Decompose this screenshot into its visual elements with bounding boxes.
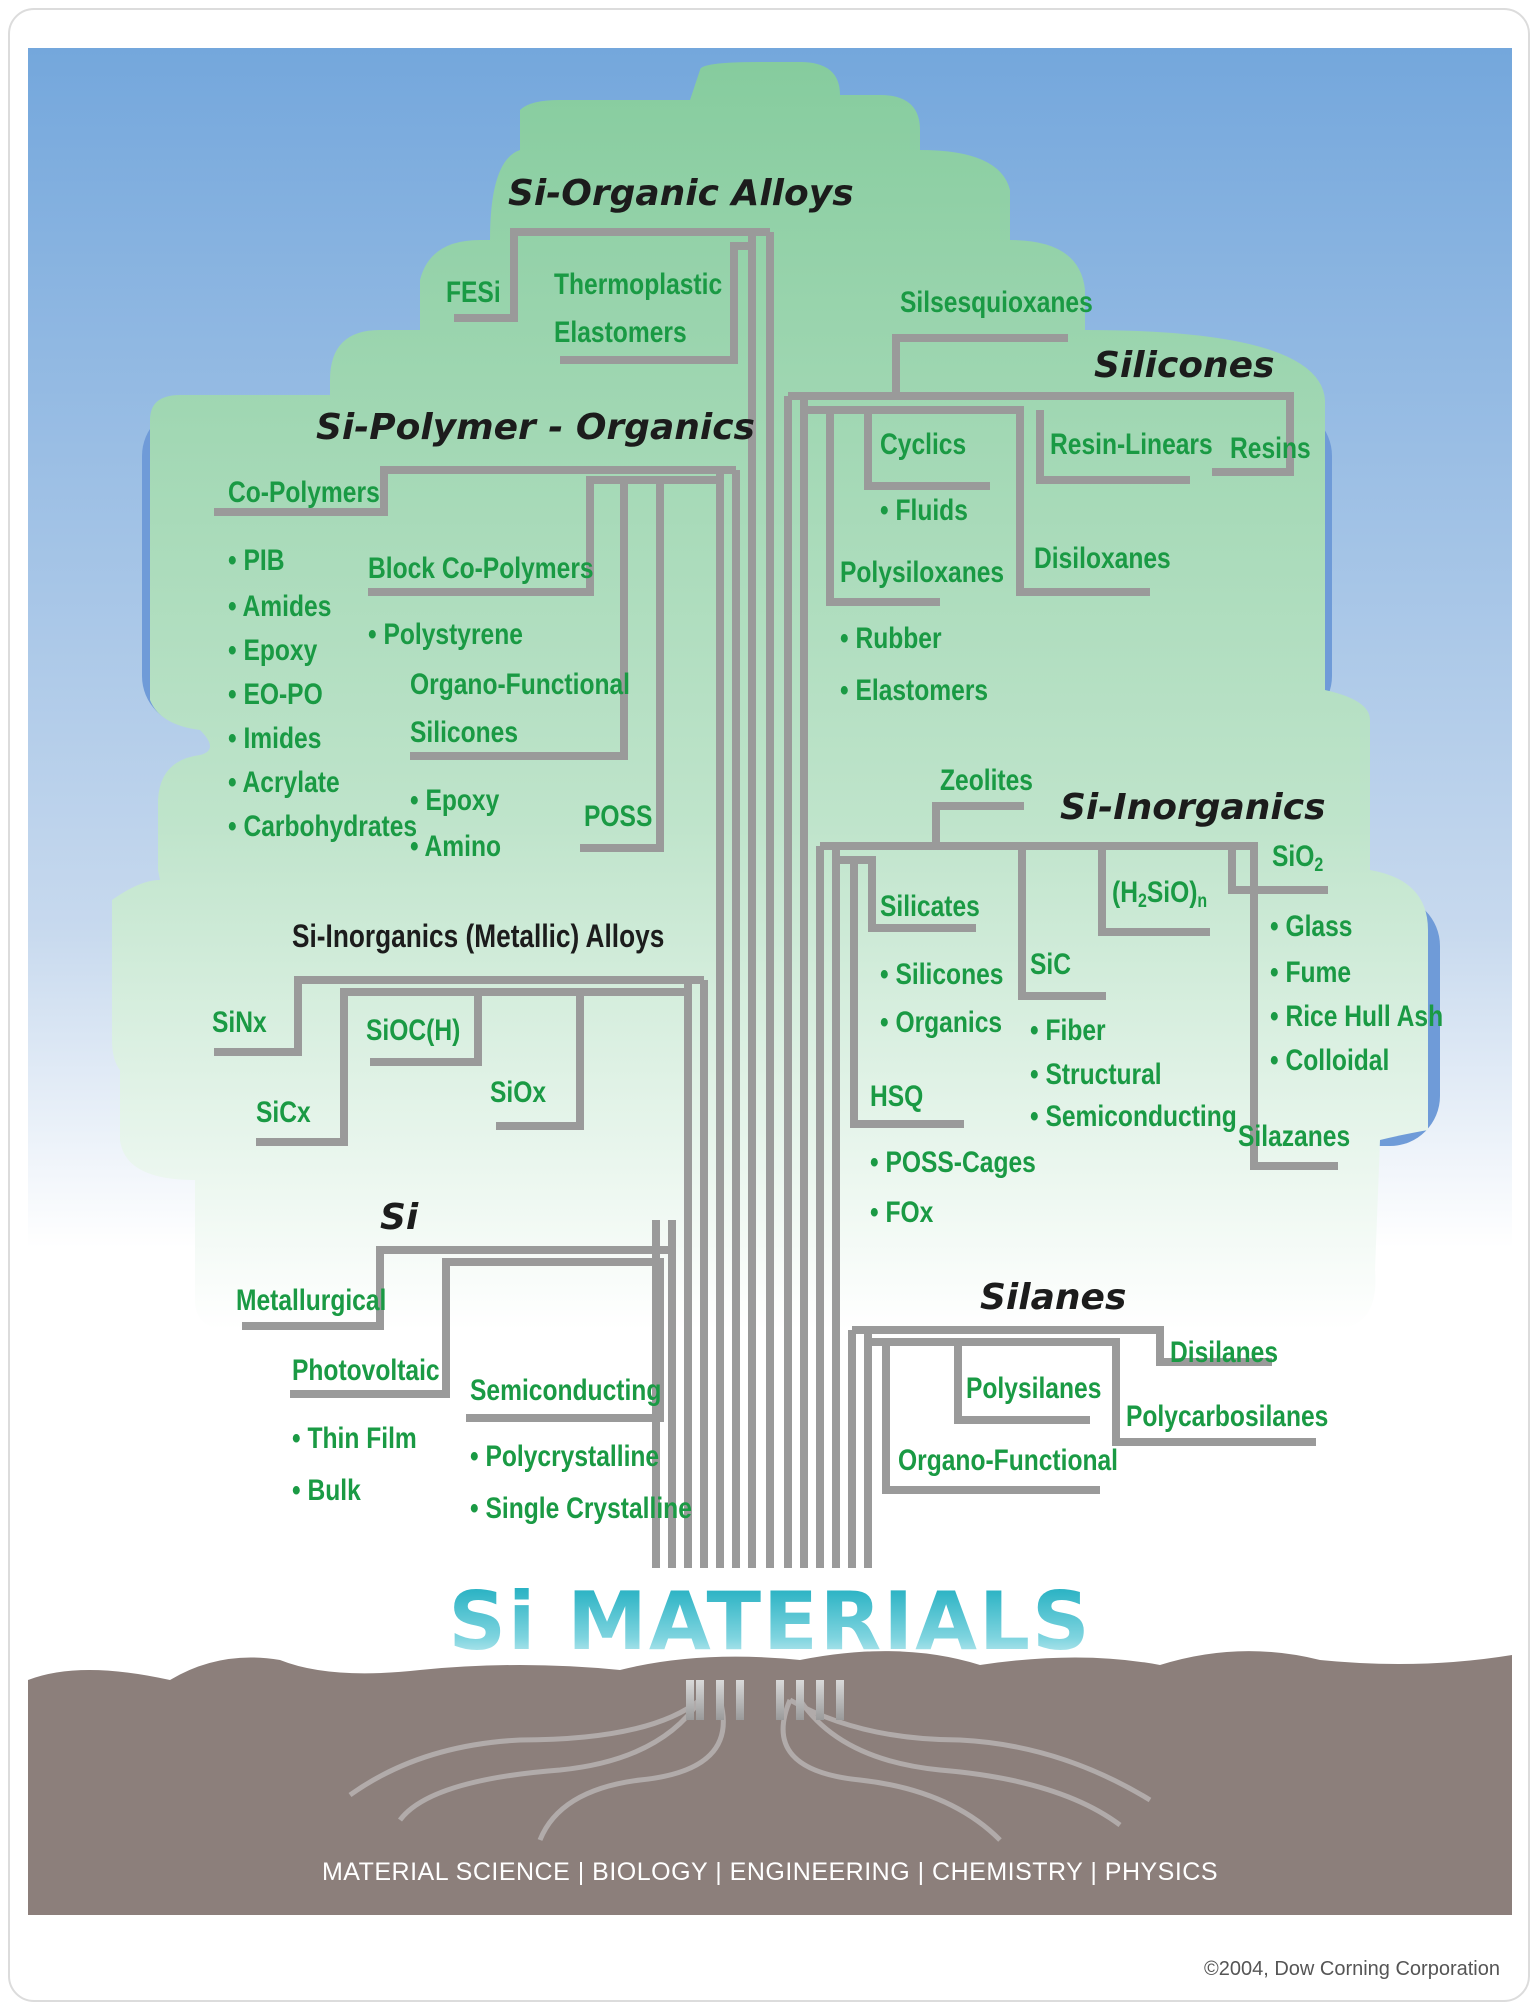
label-silazanes: Silazanes [1238,1120,1351,1153]
label-sic: SiC [1030,948,1072,981]
item-poss-cages: POSS-Cages [870,1148,1035,1178]
item-bulk: Bulk [292,1476,360,1506]
label-poss: POSS [584,800,653,833]
label-zeolites: Zeolites [940,764,1033,797]
item-rubber: Rubber [840,624,941,654]
label-metallurgical: Metallurgical [236,1284,387,1317]
heading-silanes: Silanes [980,1277,1127,1318]
item-fiber: Fiber [1030,1016,1105,1046]
item-thin-film: Thin Film [292,1424,416,1454]
label-silicones-word: Silicones [410,716,519,749]
item-semiconducting-sic: Semiconducting [1030,1102,1236,1132]
label-disiloxanes: Disiloxanes [1034,542,1171,575]
item-organics: Organics [880,1008,1002,1038]
item-epoxy-co: Epoxy [228,636,317,666]
item-single-crystalline: Single Crystalline [470,1494,691,1524]
label-organo-functional-silicones: Organo-Functional [410,668,631,701]
item-structural: Structural [1030,1060,1161,1090]
item-elastomers-poly: Elastomers [840,676,988,706]
item-acrylate: Acrylate [228,768,340,798]
item-polystyrene: Polystyrene [368,620,522,650]
label-elastomers-alloy: Elastomers [554,316,687,349]
label-sio2: SiO2 [1272,840,1324,876]
label-polycarbosilanes: Polycarbosilanes [1126,1400,1329,1433]
roots [348,1697,1152,1842]
label-h2sio-n: (H2SiO)n [1112,876,1208,912]
heading-si-inorganics: Si-Inorganics [1060,787,1326,828]
heading-silicones: Silicones [1094,345,1275,386]
heading-si: Si [380,1197,419,1238]
label-polysiloxanes: Polysiloxanes [840,556,1005,589]
label-fesi: FESi [446,276,501,309]
item-fox: FOx [870,1198,933,1228]
label-resins: Resins [1230,432,1311,465]
item-pib: PIB [228,546,284,576]
item-colloidal: Colloidal [1270,1046,1389,1076]
label-cyclics: Cyclics [880,428,967,461]
item-carbohydrates: Carbohydrates [228,812,417,842]
item-glass: Glass [1270,912,1352,942]
label-sicx: SiCx [256,1096,311,1129]
label-co-polymers: Co-Polymers [228,476,380,509]
label-resin-linears: Resin-Linears [1050,428,1213,461]
heading-si-polymer-organics: Si-Polymer - Organics [316,407,755,448]
item-eo-po: EO-PO [228,680,322,710]
label-siox: SiOx [490,1076,547,1109]
item-imides: Imides [228,724,321,754]
ground [28,1651,1512,1915]
label-photovoltaic: Photovoltaic [292,1354,440,1387]
copyright-notice: ©2004, Dow Corning Corporation [1203,1958,1500,1980]
label-silsesquioxanes: Silsesquioxanes [900,286,1093,319]
item-fluids: Fluids [880,496,967,526]
item-rice-hull-ash: Rice Hull Ash [1270,1002,1443,1032]
item-silicones-silicate: Silicones [880,960,1003,990]
item-amino: Amino [410,832,502,862]
item-polycrystalline: Polycrystalline [470,1442,659,1472]
heading-si-organic-alloys: Si-Organic Alloys [508,173,854,214]
item-amides: Amides [228,592,332,622]
label-organo-functional-silanes: Organo-Functional [898,1444,1119,1477]
item-epoxy-of: Epoxy [410,786,499,816]
poster-title: Si MATERIALS [0,1582,1540,1662]
label-thermoplastic: Thermoplastic [554,268,723,301]
disciplines-banner: MATERIAL SCIENCE | BIOLOGY | ENGINEERING… [321,1858,1219,1886]
branches [214,228,1338,1568]
label-hsq: HSQ [870,1080,924,1113]
label-block-co-polymers: Block Co-Polymers [368,552,594,585]
label-semiconducting-si: Semiconducting [470,1374,662,1407]
label-polysilanes: Polysilanes [966,1372,1102,1405]
label-sioch: SiOC(H) [366,1014,461,1047]
label-sinx: SiNx [212,1006,267,1039]
item-fume: Fume [1270,958,1351,988]
heading-si-inorganics-metallic: Si-Inorganics (Metallic) Alloys [292,918,665,954]
trunk-base [686,1680,844,1720]
label-disilanes: Disilanes [1170,1336,1279,1369]
label-silicates: Silicates [880,890,980,923]
